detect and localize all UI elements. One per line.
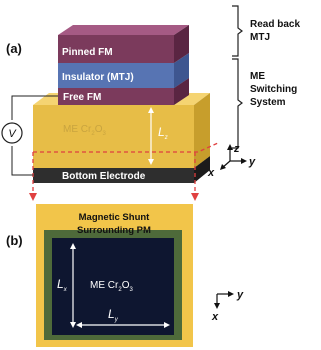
axis-b-y-arrow (228, 291, 234, 297)
cut-arrow-left-head (29, 193, 37, 201)
cut-arrow-right-head (191, 193, 199, 201)
pinned-fm-side (174, 25, 189, 63)
axis-z-label: z (233, 143, 240, 155)
cut-plane-line (33, 142, 219, 153)
ly-label: Ly (108, 307, 119, 323)
lz-arrow-bottom (148, 159, 154, 165)
panel-b-label: (b) (6, 233, 23, 248)
circuit-wire-bottom (11, 146, 33, 176)
me-layer-label: ME Cr2O3 (63, 124, 106, 137)
axis-b-y-label: y (236, 289, 244, 301)
read-back-brace (232, 5, 243, 57)
lx-arrow-top (70, 243, 76, 249)
read-back-line2: MTJ (250, 32, 270, 43)
insulator-side (174, 53, 189, 88)
free-fm-side (174, 78, 189, 105)
axis-x-arrow (220, 164, 226, 170)
me-layer-side (194, 93, 210, 168)
bottom-electrode-side (194, 156, 210, 183)
lx-label: Lx (57, 277, 68, 293)
axis-y-label: y (248, 156, 256, 168)
voltage-source-icon (1, 122, 23, 144)
pinned-fm-top (58, 25, 189, 35)
me-core-region (52, 238, 174, 335)
bottom-electrode-front (33, 168, 194, 183)
insulator-label: Insulator (MTJ) (62, 72, 134, 83)
me-switching-line2: Switching (250, 84, 297, 95)
axis-z-arrow (227, 144, 233, 150)
pm-label: Surrounding PM (77, 225, 151, 236)
ly-arrow-left (76, 322, 82, 328)
me-switching-line1: ME (250, 71, 265, 82)
me-layer-front (33, 105, 194, 168)
axis-y-arrow (241, 158, 247, 164)
circuit-wire-top (11, 95, 58, 120)
lx-arrow-bottom (70, 322, 76, 328)
axis-b-x-arrow (214, 303, 220, 309)
shunt-label: Magnetic Shunt (79, 212, 151, 223)
bottom-electrode-label: Bottom Electrode (62, 171, 146, 182)
axis-b-x-label: x (211, 311, 219, 323)
voltage-symbol: V (8, 128, 17, 140)
lz-label: Lz (158, 125, 168, 141)
panel-a-label: (a) (6, 41, 22, 56)
free-fm-front (58, 88, 174, 105)
free-fm-label: Free FM (63, 92, 101, 103)
me-switching-brace (232, 58, 243, 149)
core-label: ME Cr2O3 (90, 280, 133, 293)
pinned-fm-label: Pinned FM (62, 47, 113, 58)
axis-x-label: x (207, 167, 215, 179)
read-back-line1: Read back (250, 19, 300, 30)
me-switching-line3: System (250, 97, 286, 108)
ly-arrow-right (164, 322, 170, 328)
insulator-front (58, 63, 174, 88)
pinned-fm-front (58, 35, 174, 63)
lz-arrow-top (148, 107, 154, 113)
